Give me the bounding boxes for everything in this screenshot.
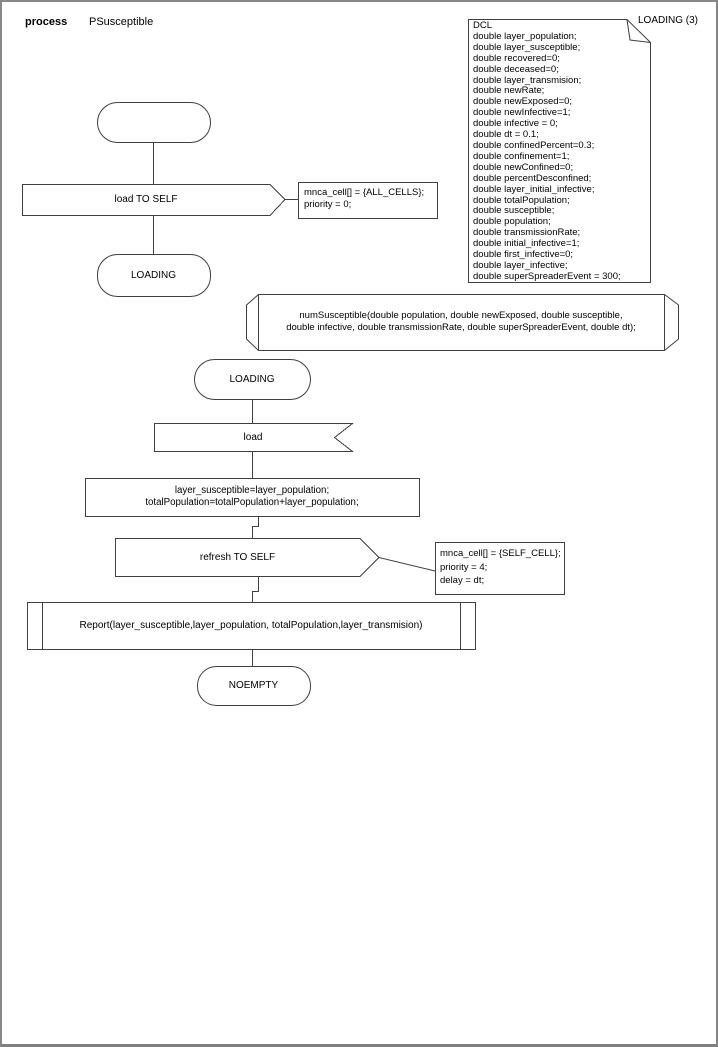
comment-connector (378, 557, 436, 572)
partition-label: LOADING (3) (638, 15, 699, 26)
input-load-label[interactable]: load (243, 431, 263, 443)
state-noempty-label[interactable]: NOEMPTY (228, 680, 279, 691)
procedure-call-label[interactable]: Report(layer_susceptible,layer_populatio… (79, 620, 423, 631)
start-state-symbol[interactable] (97, 102, 211, 143)
connector-line (252, 516, 259, 538)
dcl-fold-corner-icon (626, 19, 651, 43)
process-keyword: process (25, 16, 68, 28)
task-text[interactable]: layer_susceptible=layer_population; tota… (145, 484, 359, 509)
output-refresh-shape[interactable] (115, 538, 380, 577)
procedure-declaration-text[interactable]: numSusceptible(double population, double… (286, 309, 636, 334)
connector-line (252, 576, 259, 602)
output-refresh-label[interactable]: refresh TO SELF (199, 551, 276, 563)
comment-box-1[interactable] (298, 182, 438, 219)
output-load-shape[interactable] (22, 184, 286, 216)
comment-1-text[interactable]: mnca_cell[] = {ALL_CELLS}; priority = 0; (304, 187, 425, 210)
comment-2-text[interactable]: mnca_cell[] = {SELF_CELL}; priority = 4;… (440, 548, 561, 586)
output-load-label[interactable]: load TO SELF (114, 194, 178, 205)
comment-box-2[interactable] (435, 542, 565, 595)
state-loading2-label[interactable]: LOADING (229, 373, 275, 385)
input-load-shape[interactable] (154, 423, 354, 452)
procedure-declaration-shape[interactable] (246, 294, 679, 351)
state-loading-label[interactable]: LOADING (130, 269, 176, 281)
task-box[interactable] (85, 478, 420, 517)
procedure-call-box[interactable] (27, 602, 476, 650)
dcl-declarations[interactable]: DCL double layer_population; double laye… (473, 20, 621, 282)
dcl-text-symbol[interactable] (468, 19, 651, 283)
state-noempty-symbol[interactable] (197, 666, 311, 706)
state-loading-symbol[interactable] (97, 254, 211, 297)
process-name[interactable]: PSusceptible (89, 16, 154, 28)
